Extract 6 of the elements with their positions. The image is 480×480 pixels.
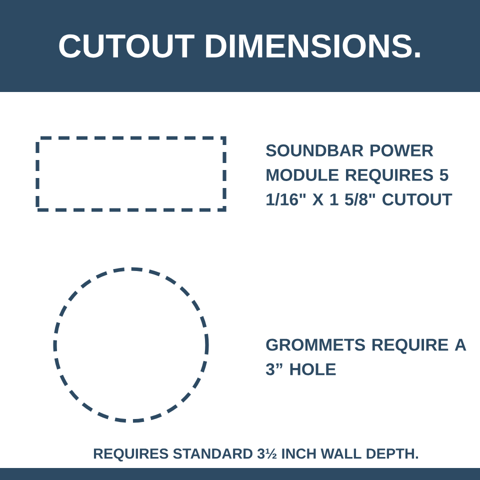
title-banner: CUTOUT DIMENSIONS. (0, 0, 480, 92)
note-text: GROMMETS REQUIRE A 3” HOLE (266, 338, 466, 376)
note-text: SOUNDBAR POWER MODULE REQUIRES 5 1/16" X 1 5/8" CUTOUT (266, 144, 452, 206)
dashed-cutout-circle (53, 267, 209, 423)
dashed-cutout-rectangle (36, 136, 226, 212)
footnote-text: REQUIRES STANDARD 3½ INCH WALL DEPTH. (94, 448, 418, 462)
